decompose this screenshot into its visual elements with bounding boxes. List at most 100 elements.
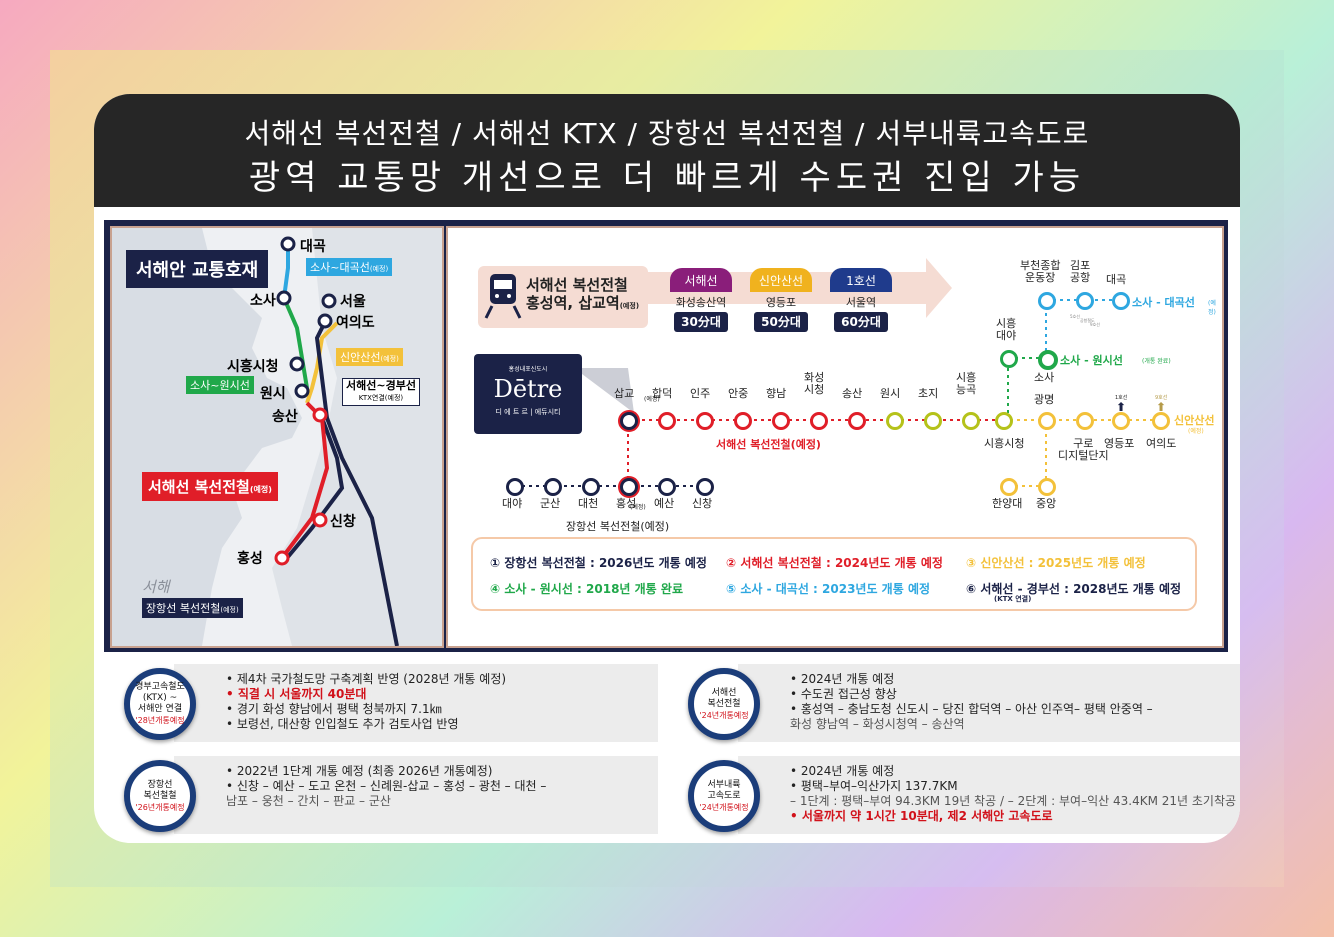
map-tag-sinansan-text: 신안산선 bbox=[340, 351, 381, 364]
info-badge-line: '24년개통예정 bbox=[699, 802, 749, 812]
map-label-songsan: 송산 bbox=[272, 409, 298, 425]
sosa-station bbox=[1038, 350, 1058, 370]
info-badge: 경부고속철도(KTX) ~서해안 연결 '28년개통예정 bbox=[124, 668, 196, 740]
sosa-station-label: 소사 bbox=[1034, 371, 1055, 384]
info-bullet: • 서울까지 약 1시간 10분대, 제2 서해안 고속도로 bbox=[790, 809, 1053, 823]
sosa-wonsi-line bbox=[282, 297, 309, 389]
janghang-station bbox=[658, 478, 676, 496]
info-badge-line: '28년개통예정 bbox=[135, 716, 185, 725]
info-panel bbox=[174, 756, 658, 834]
station-yeouido bbox=[317, 313, 333, 329]
siheung-daeya-station bbox=[1000, 350, 1018, 368]
map-tag-sosa-daegok-text: 소사~대곡선 bbox=[310, 261, 370, 274]
seohae-station-label: 송산 bbox=[842, 387, 863, 400]
line9-mark: 9호선 bbox=[1155, 395, 1168, 401]
sosa-daegok-label: 소사 - 대곡선 bbox=[1132, 296, 1195, 309]
map-label-hongseong: 홍성 bbox=[237, 551, 263, 567]
seohae-station-label: 시흥 능곡 bbox=[956, 371, 977, 396]
info-badge-line: (KTX) ~ bbox=[142, 693, 178, 703]
main-card: 서해선 복선전철 / 서해선 KTX / 장항선 복선전철 / 서부내륙고속도로… bbox=[94, 94, 1240, 843]
station-sinchang bbox=[312, 512, 328, 528]
info-bullet: 남포 – 웅천 – 간치 – 판교 – 군산 bbox=[226, 794, 391, 808]
route-title-line1: 서해선 복선전철 bbox=[526, 276, 628, 294]
janghang-station-label: 신창 bbox=[692, 497, 713, 510]
info-badge-line: 고속도로 bbox=[707, 790, 741, 801]
yeouido-station-label: 여의도 bbox=[1146, 437, 1177, 450]
station-wonsi bbox=[294, 383, 310, 399]
info-bullet: • 신창 – 예산 – 도고 온천 – 신례원-삽교 – 홍성 – 광천 – 대… bbox=[226, 779, 547, 793]
land-shape bbox=[112, 228, 302, 646]
info-panel bbox=[174, 664, 658, 742]
info-section: 경부고속철도(KTX) ~서해안 연결'28년개통예정• 제4차 국가철도망 구… bbox=[94, 654, 1240, 843]
janghang-station-label: 예산 bbox=[654, 497, 675, 510]
time-value: 60分대 bbox=[834, 312, 888, 332]
seohae-station-label: 합덕 bbox=[652, 387, 673, 400]
brand-logo: Dētre bbox=[493, 375, 563, 403]
time-value: 30分대 bbox=[674, 312, 728, 332]
line1-mark: 1호선 bbox=[1115, 395, 1128, 401]
guro-station-label: 구로 디지털단지 bbox=[1058, 437, 1109, 462]
daegok-station bbox=[1112, 292, 1130, 310]
map-tag-seohae-note: (예정) bbox=[249, 485, 272, 494]
legend-item: ③ 신안산선 : 2025년도 개통 예정 bbox=[966, 556, 1146, 570]
time-line-pill: 서해선 bbox=[670, 268, 732, 292]
legend-item: (KTX 연결) bbox=[994, 595, 1032, 603]
seohae-station-label: 화성 시청 bbox=[804, 371, 825, 396]
bucheon-station-label: 부천종합 운동장 bbox=[1020, 259, 1061, 284]
seohae-station bbox=[924, 412, 942, 430]
info-badge-line: 서해안 연결 bbox=[137, 704, 183, 714]
seohae-station bbox=[886, 412, 904, 430]
map-sea-label: 서해 bbox=[142, 578, 170, 596]
time-dest: 영등포 bbox=[765, 296, 797, 309]
info-bullet: • 직결 시 서울까지 40분대 bbox=[226, 687, 367, 701]
info-panel bbox=[738, 756, 1240, 834]
legend-item: ⑥ 서해선 - 경부선 : 2028년도 개통 예정 bbox=[966, 582, 1182, 596]
map-tag-seohae-text: 서해선 복선전철 bbox=[148, 478, 250, 496]
arrow-up-icon: ⬆ bbox=[1156, 400, 1167, 414]
guro-station bbox=[1076, 412, 1094, 430]
gyeongbu-line bbox=[314, 317, 399, 646]
map-tag-seohae: 서해선 복선전철(예정) bbox=[142, 472, 278, 501]
seohae-station-label: 인주 bbox=[690, 387, 711, 400]
info-bullet: • 보령선, 대산항 인입철도 추가 검토사업 반영 bbox=[226, 717, 459, 731]
janghang-station bbox=[506, 478, 524, 496]
brand-small: 홍성내포신도시 bbox=[508, 366, 548, 373]
gimpo-transfer-tag: 5호선 bbox=[1070, 314, 1080, 319]
station-siheung bbox=[289, 356, 305, 372]
janghang-station-label: 대천 bbox=[578, 497, 599, 510]
station-songsan bbox=[312, 407, 328, 423]
map-label-seoul: 서울 bbox=[340, 294, 366, 310]
info-badge-line: 서해선 bbox=[711, 687, 737, 698]
seohae-label: 서해선 복선전철(예정) bbox=[716, 438, 821, 451]
yeongdeungpo-station bbox=[1112, 412, 1130, 430]
seohae-station-label: 삽교 bbox=[614, 387, 635, 400]
map-tag-seohae-gyeongbu-text: 서해선~경부선 bbox=[346, 379, 416, 392]
janghang-station bbox=[544, 478, 562, 496]
map-tag-sosa-daegok-note: (예정) bbox=[369, 265, 389, 273]
seohae-station-label: 안중 bbox=[728, 387, 749, 400]
siheung-sicheong-station bbox=[995, 412, 1013, 430]
route-title-line2: 홍성역, 삽교역 bbox=[526, 294, 620, 312]
seohae-station bbox=[810, 412, 828, 430]
janghang-station-label: 대야 bbox=[502, 497, 523, 510]
sinansan-line bbox=[305, 321, 339, 404]
seohae-station bbox=[772, 412, 790, 430]
sosa-daegok-line bbox=[282, 244, 290, 299]
janghang-line bbox=[285, 417, 345, 560]
time-dest: 서울역 bbox=[845, 296, 877, 309]
map-tag-sinansan-note: (예정) bbox=[380, 355, 399, 363]
legend-box bbox=[471, 537, 1197, 611]
info-bullet: – 1단계 : 평택–부여 94.3KM 19년 착공 / – 2단계 : 부여… bbox=[790, 794, 1237, 808]
janghang-station-label: 홍성 bbox=[616, 497, 637, 510]
sosa-wonsi-label: 소사 - 원시선 bbox=[1060, 354, 1123, 367]
route-title: 서해선 복선전철 홍성역, 삽교역(예정) bbox=[526, 276, 639, 315]
map-tag-seohae-gyeongbu-note: KTX연결(예정) bbox=[358, 394, 404, 402]
info-badge-line: 장항선 bbox=[147, 779, 173, 790]
janghang-station bbox=[620, 478, 638, 496]
info-badge-line: 경부고속철도 bbox=[135, 682, 185, 692]
header-banner: 서해선 복선전철 / 서해선 KTX / 장항선 복선전철 / 서부내륙고속도로… bbox=[94, 94, 1240, 207]
daegok-station-label: 대곡 bbox=[1106, 273, 1127, 286]
